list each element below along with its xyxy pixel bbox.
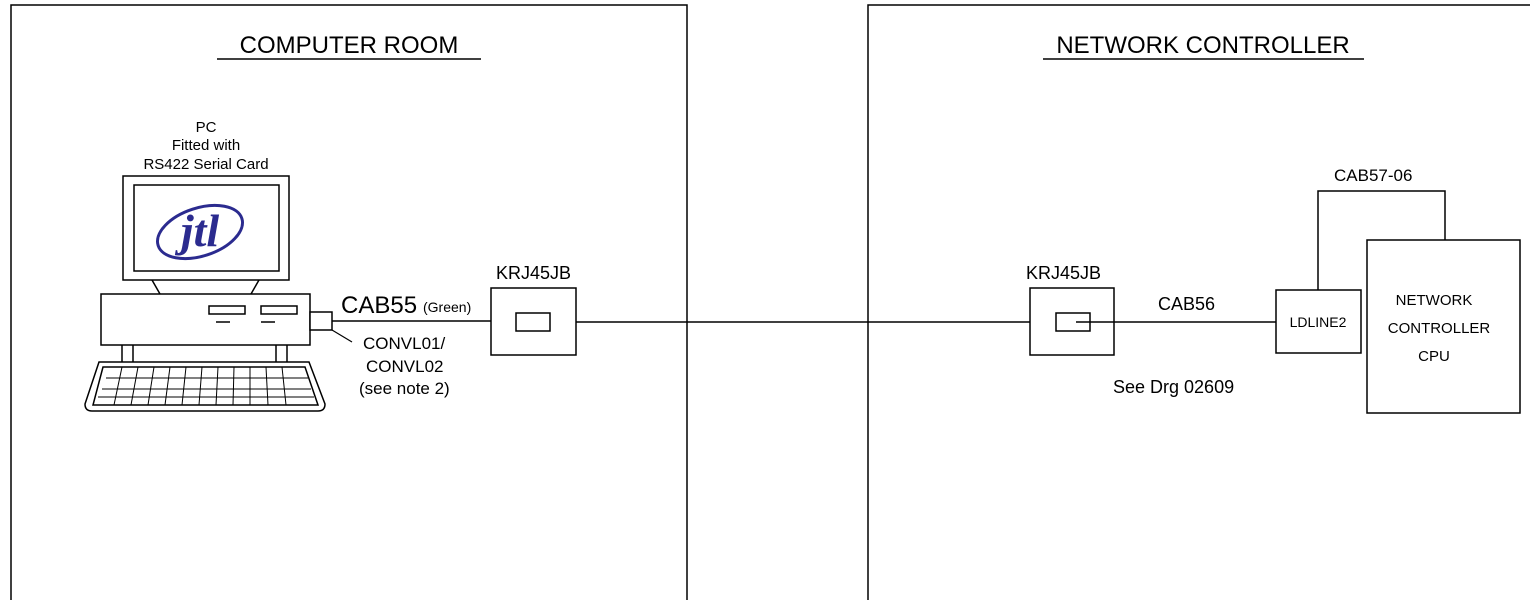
keyboard-inner xyxy=(92,366,320,406)
cab57-06-label: CAB57-06 xyxy=(1334,166,1412,185)
ldline2-box xyxy=(1275,289,1362,354)
controller-cpu-box xyxy=(1366,239,1521,414)
pc-label-line-3: RS422 Serial Card xyxy=(143,156,268,173)
converter-label-line-1: CONVL01/ xyxy=(363,334,445,353)
cable-cab57-06 xyxy=(1317,190,1446,290)
serial-connector xyxy=(309,311,333,331)
computer-room-panel xyxy=(10,4,688,600)
cpu-label-line-2: CONTROLLER xyxy=(1388,320,1491,337)
cab55-label: CAB55 xyxy=(341,292,417,319)
converter-leader-line xyxy=(331,329,353,343)
converter-label-line-3: (see note 2) xyxy=(359,379,450,398)
ldline2-label: LDLINE2 xyxy=(1290,314,1347,330)
krj45jb-left-socket xyxy=(515,312,551,332)
pc-label-line-1: PC xyxy=(196,119,217,136)
keyboard-outline xyxy=(84,361,326,412)
keyboard-keys xyxy=(98,366,314,406)
pc-icon xyxy=(84,175,333,412)
pc-label-line-2: Fitted with xyxy=(172,137,240,154)
converter-label-line-2: CONVL02 xyxy=(366,357,443,376)
krj45jb-left-label: KRJ45JB xyxy=(496,263,571,283)
jtl-logo-swoosh xyxy=(156,203,244,261)
drive-slot-2 xyxy=(260,305,298,315)
cab56-label: CAB56 xyxy=(1158,294,1215,314)
cpu-label-line-3: CPU xyxy=(1418,348,1450,365)
network-controller-title: NETWORK CONTROLLER xyxy=(1056,32,1349,59)
cab55-color-note: (Green) xyxy=(423,299,471,315)
cpu-label-line-1: NETWORK xyxy=(1396,292,1473,309)
network-controller-panel xyxy=(867,4,1530,600)
computer-room-title: COMPUTER ROOM xyxy=(240,32,459,59)
drive-slot-1 xyxy=(208,305,246,315)
drawing-reference: See Drg 02609 xyxy=(1113,377,1234,397)
krj45jb-right-label: KRJ45JB xyxy=(1026,263,1101,283)
system-unit xyxy=(100,293,311,346)
